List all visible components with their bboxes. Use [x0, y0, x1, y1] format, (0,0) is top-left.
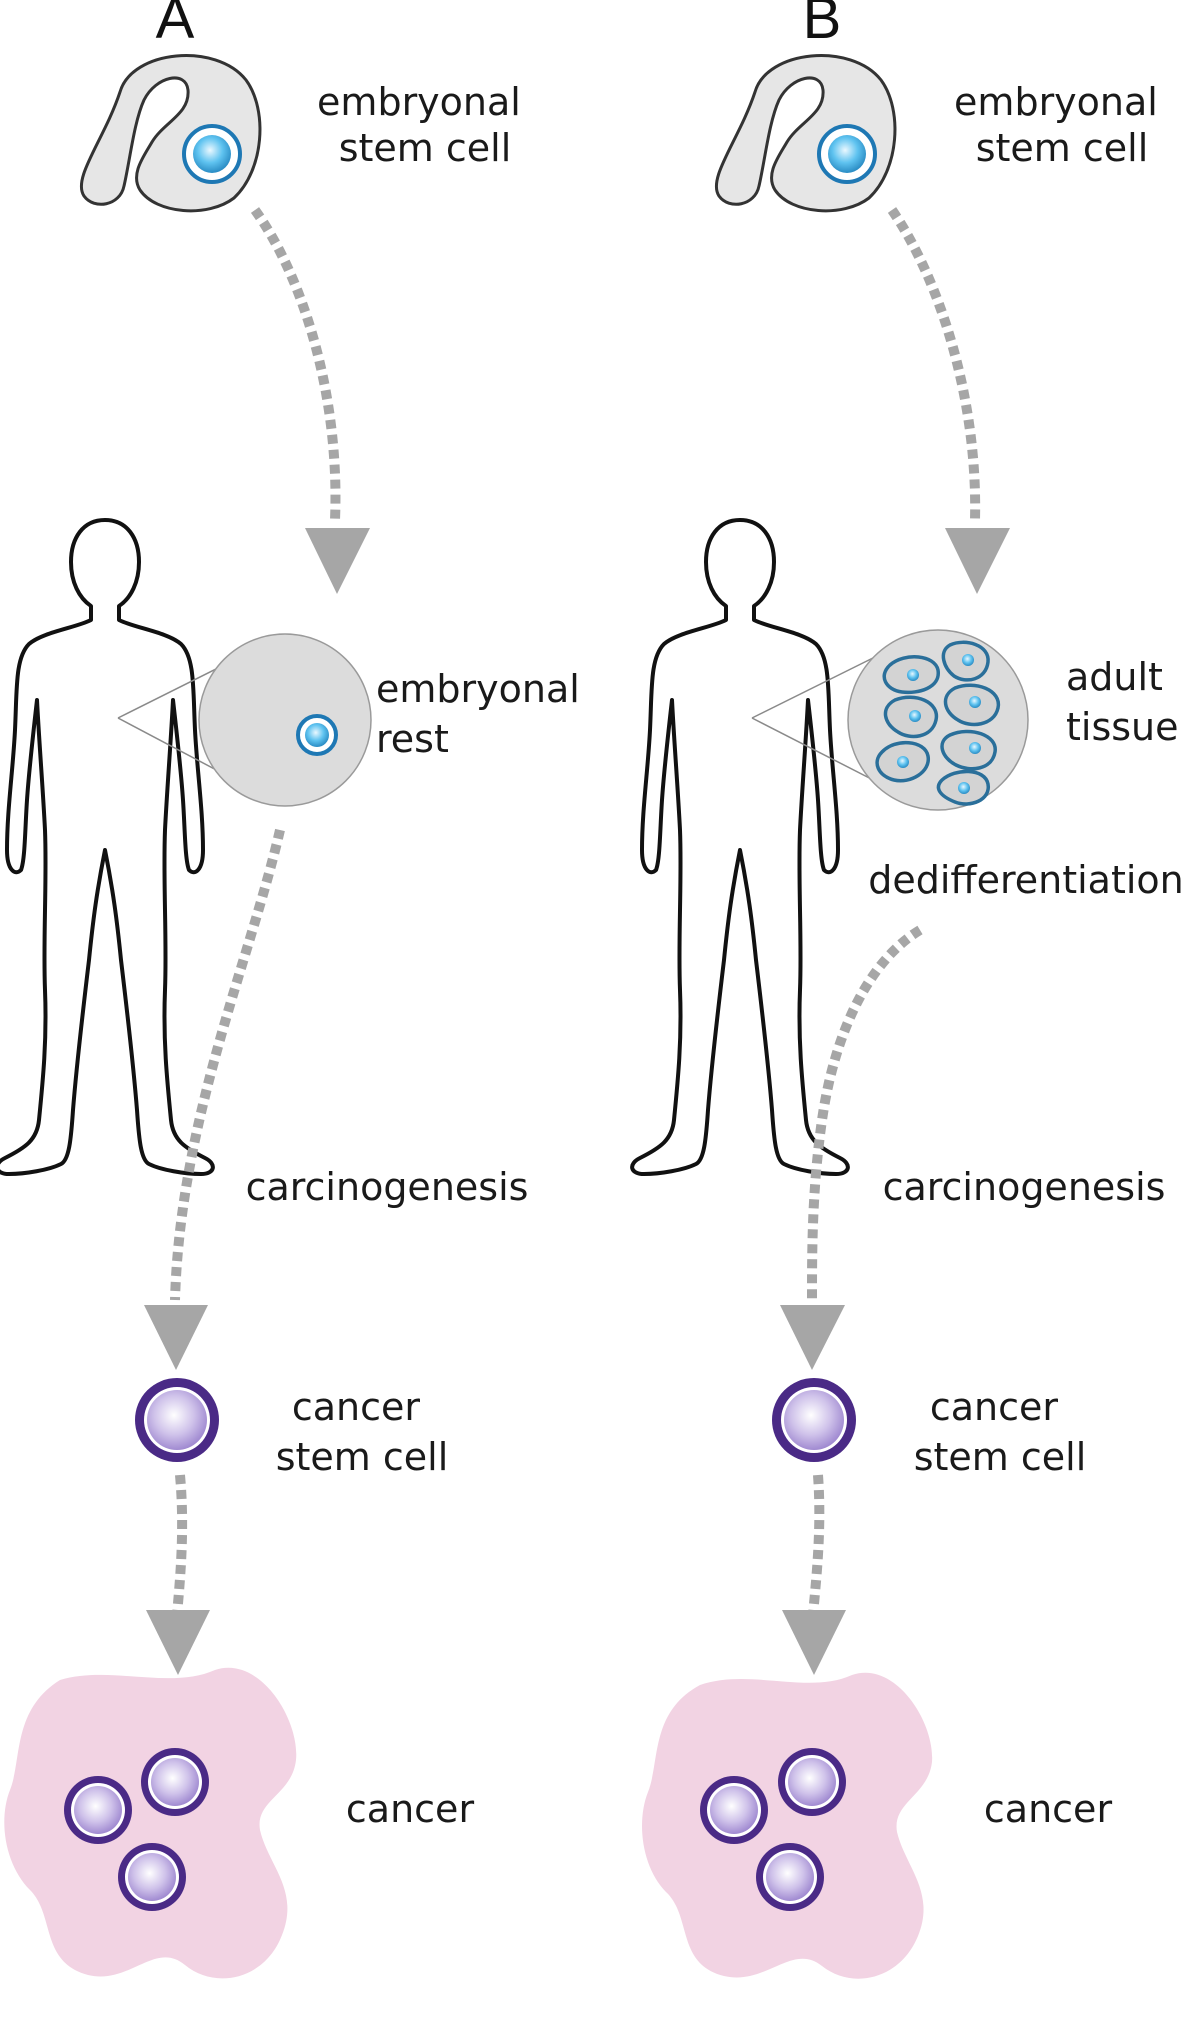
csc-label: cancer stem cell	[914, 1385, 1087, 1479]
panel-letter-a: A	[156, 0, 195, 51]
embryonal-rest-cell-icon	[305, 723, 329, 747]
transition-label: dedifferentiation	[868, 858, 1184, 902]
top-label: embryonal stem cell	[317, 80, 533, 170]
cancer-label: cancer	[984, 1787, 1113, 1831]
middle-label: adult tissue	[1066, 655, 1179, 749]
panel-b: B embryonal stem cell	[630, 0, 1184, 1979]
arrow-embryo-to-tissue	[887, 207, 1010, 594]
csc-label: cancer stem cell	[276, 1385, 449, 1479]
cancer-stem-cell-icon	[772, 1378, 856, 1462]
arrow-embryo-to-rest	[250, 207, 370, 594]
tissue-cell	[882, 655, 940, 695]
embryonal-stem-cell-icon	[193, 135, 231, 173]
tumor-cell-2	[778, 1748, 846, 1816]
process-label: carcinogenesis	[883, 1165, 1166, 1209]
arrow-rest-to-csc	[144, 828, 285, 1370]
panel-a: A embryonal stem cell embr	[0, 0, 592, 1979]
adult-tissue-zoom	[751, 629, 1029, 811]
tissue-cell	[875, 740, 930, 783]
cancer-stem-cell-icon	[135, 1378, 219, 1462]
tumor-cell-3	[756, 1843, 824, 1911]
top-label: embryonal stem cell	[954, 80, 1170, 170]
arrow-csc-to-cancer	[146, 1474, 210, 1675]
tissue-cell	[941, 640, 990, 682]
human-figure-icon	[0, 518, 215, 1176]
tumor-cell-2	[141, 1748, 209, 1816]
tumor-cell-1	[64, 1776, 132, 1844]
process-label: carcinogenesis	[246, 1165, 529, 1209]
embryo-icon	[79, 54, 262, 213]
cancer-label: cancer	[346, 1787, 475, 1831]
tissue-cell	[943, 683, 1000, 727]
tumor-cell-1	[700, 1776, 768, 1844]
tissue-cell	[883, 695, 939, 739]
embryo-icon	[714, 54, 897, 213]
tissue-cell	[940, 729, 997, 771]
arrow-csc-to-cancer	[782, 1474, 846, 1675]
panel-letter-b: B	[803, 0, 842, 51]
tissue-cell	[936, 769, 990, 806]
embryonal-stem-cell-icon	[828, 135, 866, 173]
tumor-cell-3	[118, 1843, 186, 1911]
middle-label: embryonal rest	[376, 667, 592, 761]
human-figure-icon	[630, 518, 850, 1176]
embryonal-rest-zoom	[117, 633, 372, 807]
arrow-tissue-to-csc	[780, 925, 923, 1370]
cancer-tumor-icon	[4, 1667, 297, 1979]
cancer-tumor-icon	[642, 1672, 933, 1979]
